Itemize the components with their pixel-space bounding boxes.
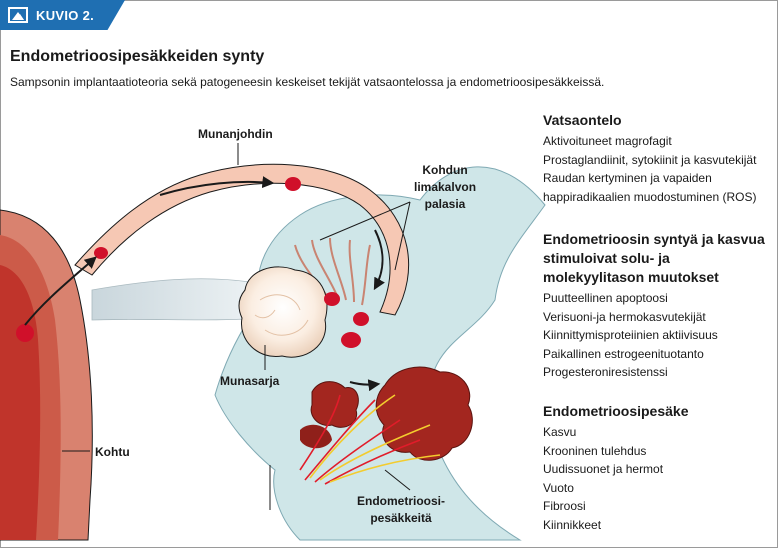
label-pesakkeita-line2: pesäkkeitä [370,511,432,525]
list-item: Kasvu [543,425,577,439]
migration-arrows [24,176,385,392]
list-item: Uudissuonet ja hermot [543,462,664,476]
list-item: Progesteroniresistenssi [543,365,668,379]
list-item: happiradikaalien muodostuminen (ROS) [543,189,757,204]
new-blood-vessels [299,394,421,485]
badge-label: KUVIO 2. [36,7,95,23]
label-munasarja: Munasarja [220,374,280,388]
label-pesakkeita-line1: Endometrioosi- [357,494,446,508]
figure-badge: KUVIO 2. [0,0,125,30]
label-munanjohdin: Munanjohdin [198,127,273,141]
section-heading-line: molekyylitason muutokset [543,269,719,285]
top-border [125,0,778,1]
list-item: Vuoto [543,480,574,495]
figure-title: Endometrioosipesäkkeiden synty [10,48,265,65]
list-item: Paikallinen estrogeenituotanto [543,346,704,361]
ovary-texture [254,294,309,336]
list-item: Puutteellinen apoptoosi [543,291,668,305]
label-kohtu: Kohtu [95,445,130,459]
section-list: Aktivoituneet magrofagit Prostaglandiini… [543,132,756,206]
list-item: Kiinnikkeet [543,517,602,532]
label-kohdun-line2: limakalvon [414,180,477,194]
section-heading: Vatsaontelo [543,112,622,128]
section-heading: Endometrioosipesäke [543,403,689,419]
list-item: Verisuoni-ja hermokasvutekijät [543,309,706,324]
figure-subtitle: Sampsonin implantaatioteoria sekä patoge… [10,75,605,89]
section-vatsaontelo: Vatsaontelo Aktivoituneet magrofagit Pro… [543,111,756,206]
list-item: Krooninen tulehdus [543,443,647,458]
section-list: Kasvu Krooninen tulehdus Uudissuonet ja … [543,423,689,534]
section-list: Puutteellinen apoptoosi Verisuoni-ja her… [543,289,765,382]
nerves [309,394,441,483]
label-kohdun-line3: palasia [424,197,466,211]
list-item: Prostaglandiinit, sytokiinit ja kasvutek… [543,152,757,167]
label-kohdun-limakalvon-palasia: Kohdun limakalvon palasia [414,162,476,213]
fallopian-tube [74,163,410,316]
label-kohdun-line1: Kohdun [422,163,468,177]
list-item: Aktivoituneet magrofagit [543,134,672,148]
list-item: Kiinnittymisproteiinien aktiivisuus [543,328,718,342]
leader-lines [62,143,411,510]
section-muutokset: Endometrioosin syntyä ja kasvua stimuloi… [543,230,765,382]
list-item: Fibroosi [543,499,586,513]
image-icon [8,7,28,23]
section-heading-line: Endometrioosin syntyä ja kasvua [543,231,765,247]
ovarian-ligament [91,278,263,321]
list-item: Raudan kertyminen ja vapaiden [543,171,712,185]
endometriosis-lesions [300,366,473,461]
section-heading-line: stimuloivat solu- ja [543,250,670,266]
endometrial-fragments [16,177,369,348]
label-endometrioosipesakkeita: Endometrioosi- pesäkkeitä [357,493,445,527]
section-endometrioosipesake: Endometrioosipesäke Kasvu Krooninen tule… [543,402,689,534]
ovary [238,266,328,358]
